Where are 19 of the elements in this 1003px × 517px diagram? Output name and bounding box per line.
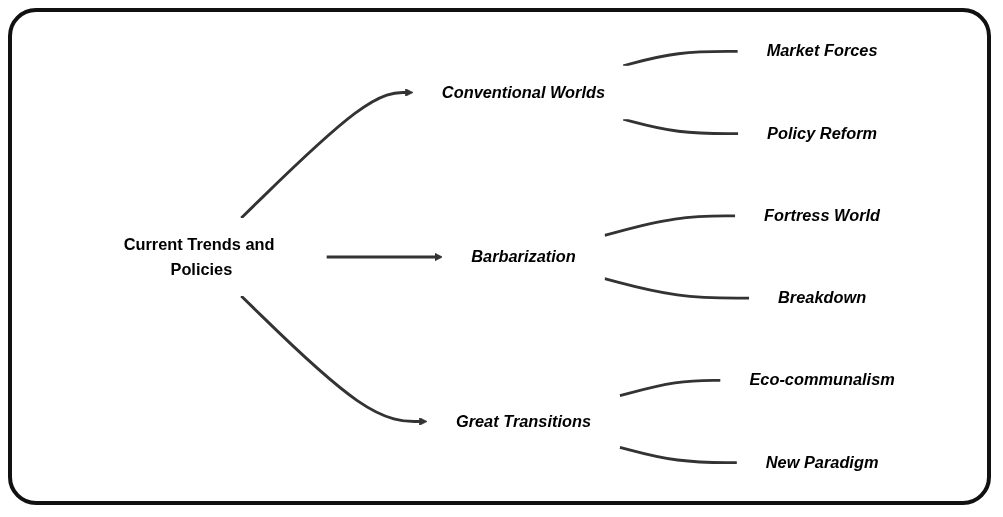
node-text: New Paradigm (765, 452, 878, 472)
connector (603, 213, 735, 237)
connector (603, 276, 749, 300)
arrow (239, 294, 427, 426)
node-text: Conventional Worlds (441, 82, 605, 101)
arrow (239, 87, 413, 219)
connector (622, 49, 738, 67)
node-text: Barbarization (470, 247, 576, 266)
node-text: Policy Reform (766, 123, 877, 143)
connector (619, 445, 737, 464)
connector (619, 378, 721, 397)
node-text: Market Forces (766, 41, 878, 60)
node-text: Breakdown (777, 288, 866, 307)
node-text: Great Transitions (455, 411, 591, 430)
connector (622, 117, 738, 135)
arrow (325, 252, 443, 261)
node-text: Eco-communalism (748, 370, 895, 389)
node-text: Current Trends and Policies (123, 234, 275, 278)
node-text: Fortress World (763, 206, 880, 225)
